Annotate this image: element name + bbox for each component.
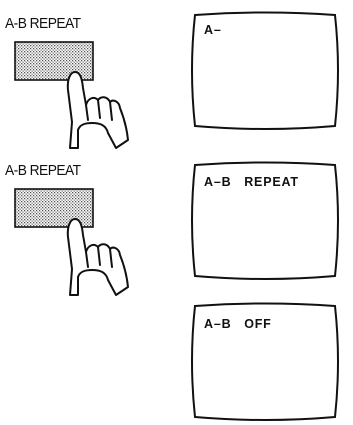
display-text-step-1: A–: [204, 23, 222, 37]
press-button-illustration-step-2: [0, 177, 140, 297]
pointing-hand-icon: [68, 72, 128, 148]
pointing-hand-icon: [68, 219, 128, 295]
button-icon: [15, 42, 93, 80]
press-button-illustration-step-1: [0, 30, 140, 150]
button-icon: [15, 189, 93, 227]
display-text-step-3: A–B OFF: [204, 317, 272, 331]
display-text-step-2: A–B REPEAT: [204, 175, 299, 189]
